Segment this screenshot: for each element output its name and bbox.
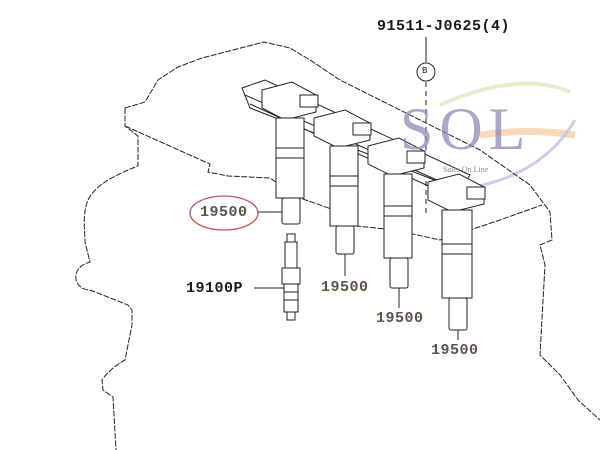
label-ignition-coil-4: 19500 [431, 342, 479, 359]
ignition-coil-4 [427, 173, 486, 331]
label-ignition-coil-2: 19500 [321, 279, 369, 296]
ignition-coil-3 [367, 137, 426, 289]
label-bolt-part: 91511-J0625(4) [377, 18, 511, 35]
reference-marker-b: B [422, 66, 428, 76]
ignition-coil-2 [313, 109, 372, 255]
label-ignition-coil-3: 19500 [376, 310, 424, 327]
leader-lines [254, 211, 459, 340]
label-ignition-coil-1: 19500 [200, 204, 248, 221]
highlight-ellipse [189, 195, 259, 231]
reference-line [416, 37, 436, 215]
watermark-tagline: Sales On Line [443, 165, 489, 174]
ignition-coil-1 [261, 81, 319, 225]
label-spark-plug: 19100P [186, 280, 244, 297]
watermark-logo-text: SOL [400, 96, 532, 162]
spark-plug [281, 233, 301, 321]
